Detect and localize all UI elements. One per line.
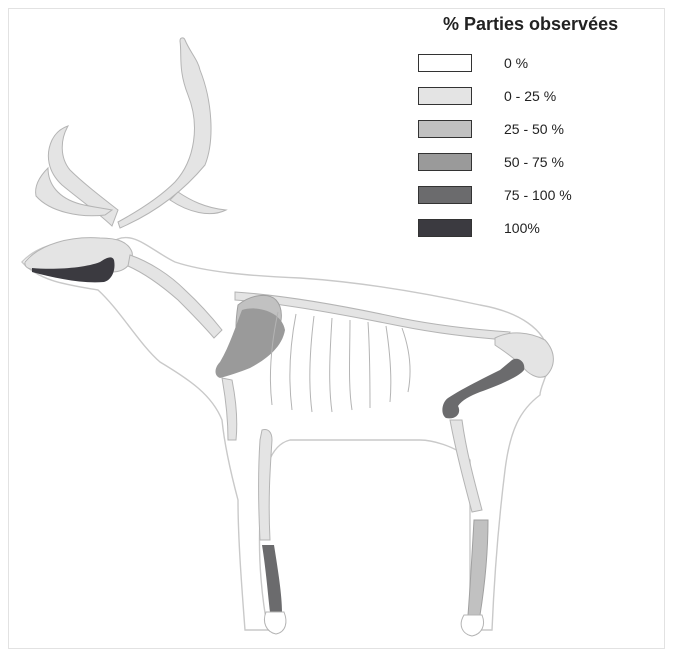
legend-label: 75 - 100 % — [504, 187, 572, 203]
legend-swatch — [418, 153, 472, 171]
legend-label: 100% — [504, 220, 540, 236]
legend-label: 0 % — [504, 55, 528, 71]
legend-label: 0 - 25 % — [504, 88, 556, 104]
antler-bez-tine — [170, 192, 226, 214]
reindeer-body-outline — [22, 238, 549, 630]
legend-swatch — [418, 54, 472, 72]
legend-swatch — [418, 120, 472, 138]
legend-swatch — [418, 186, 472, 204]
metacarpal — [259, 429, 273, 540]
fore-phalanges — [262, 545, 282, 612]
legend-swatch — [418, 219, 472, 237]
antler-right — [118, 38, 211, 228]
hind-hoof — [461, 615, 483, 636]
legend-title: % Parties observées — [443, 14, 618, 35]
legend-label: 50 - 75 % — [504, 154, 564, 170]
skull — [25, 238, 132, 272]
legend-swatch — [418, 87, 472, 105]
legend-label: 25 - 50 % — [504, 121, 564, 137]
